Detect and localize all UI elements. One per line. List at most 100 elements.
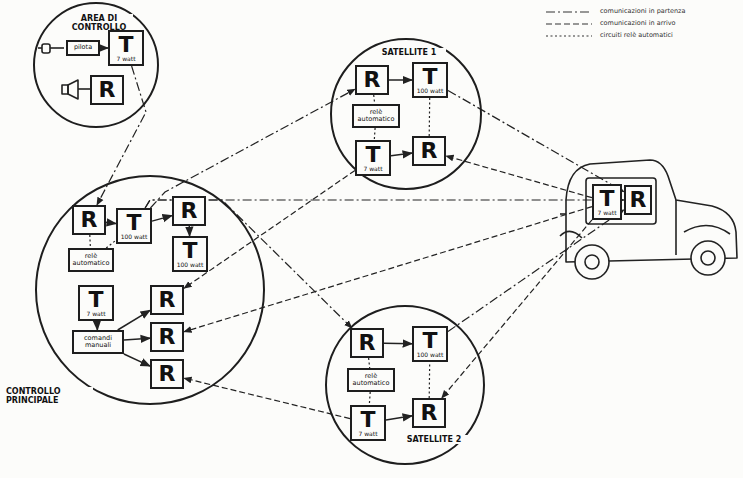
control-box: relè automatico [68,248,114,272]
receiver-box: R [150,322,184,352]
station-circle: SATELLITE 1RT100 wattrelè automaticoT7 w… [330,38,482,190]
box-label: comandi manuali [74,335,122,349]
radio-link [145,200,624,208]
receiver-box: R [72,205,106,235]
receiver-box: R [350,328,384,358]
transmitter-box: T100 watt [116,208,152,244]
radio-link [429,98,431,136]
unit-letter: T [599,187,614,210]
control-box: relè automatico [352,104,400,128]
receiver-box: R [412,398,446,428]
transmitter-box: T7 watt [350,405,386,441]
radio-link [374,128,376,140]
receiver-box: R [412,136,446,166]
unit-letter: R [359,331,376,354]
radio-link [124,354,150,366]
box-label: pilota [74,44,92,51]
power-label: 7 watt [86,311,105,317]
unit-letter: R [81,208,98,231]
receiver-box: R [355,65,389,95]
radio-link [389,79,412,81]
legend-sample [546,35,592,36]
transmitter-box: T7 watt [78,285,114,321]
radio-link [124,338,150,340]
unit-letter: R [364,68,381,91]
radio-link [374,95,375,104]
control-box: relè automatico [347,368,395,392]
control-box: pilota [66,40,100,56]
transmitter-box: T100 watt [412,326,448,362]
power-label: 7 watt [363,166,382,172]
radio-link [448,210,624,332]
power-label: 100 watt [417,352,444,358]
power-label: 100 watt [417,88,444,94]
radio-link [184,170,355,288]
legend-sample [546,23,592,24]
radio-link [442,220,592,398]
legend-text: circuiti relè automatici [600,31,673,39]
loudspeaker [62,80,90,99]
power-label: 7 watt [116,56,135,62]
unit-letter: R [159,362,176,385]
receiver-box: R [150,359,184,389]
power-label: 7 watt [597,210,616,216]
box-label: relè automatico [349,373,393,387]
power-label: 100 watt [177,262,204,268]
unit-letter: T [422,65,437,88]
station-circle: AREA DI CONTROLLOpilotaT7 wattR [33,2,159,128]
station-heading: CONTROLLO PRINCIPALE [5,387,93,405]
receiver-box: R [150,285,184,315]
unit-letter: R [99,78,116,101]
receiver-box: R [90,75,124,105]
transmitter-box: T7 watt [592,184,622,220]
legend-text: comunicazioni in partenza [600,7,686,15]
station-circle: SATELLITE 2RT100 wattrelè automaticoT7 w… [325,305,485,465]
radio-link [446,156,592,198]
car [560,160,737,279]
unit-letter: T [360,408,375,431]
unit-letter: R [181,199,198,222]
radio-link [118,310,150,330]
radio-link [89,235,91,248]
unit-letter: T [118,33,133,56]
unit-letter: R [159,288,176,311]
unit-letter: R [421,139,438,162]
unit-letter: R [630,188,647,211]
radio-link [448,90,624,191]
radio-link [386,416,412,420]
transmitter-box: T7 watt [355,140,391,176]
radio-link [100,47,108,49]
radio-link [189,226,191,236]
legend-text: comunicazioni in arrivo [600,19,676,27]
transmitter-box: T7 watt [108,30,144,66]
unit-letter: T [126,211,141,234]
unit-letter: R [159,325,176,348]
transmitter-box: T100 watt [412,62,448,98]
radio-link [429,362,431,398]
radio-link [106,240,116,248]
power-label: 100 watt [121,234,148,240]
box-label: relè automatico [354,109,398,123]
radio-link [152,216,172,222]
station-heading: SATELLITE 1 [372,48,446,57]
transmitter-box: T100 watt [172,236,208,272]
legend-sample [546,11,592,12]
control-box: comandi manuali [72,330,124,354]
radio-link [150,89,355,208]
radio-link [96,321,98,330]
receiver-box: R [624,185,652,215]
receiver-box: R [172,196,206,226]
box-label: relè automatico [70,253,112,267]
microphone [38,44,64,53]
unit-letter: T [422,329,437,352]
radio-link [369,358,370,368]
radio-link [391,153,412,156]
radio-link [106,222,116,223]
unit-letter: R [421,401,438,424]
station-heading: SATELLITE 2 [397,435,471,444]
radio-link [369,392,371,405]
station-circle: CONTROLLO PRINCIPALERT100 wattRT100 watt… [35,175,265,405]
radio-link [184,207,592,332]
unit-letter: T [88,288,103,311]
radio-link [384,343,412,345]
